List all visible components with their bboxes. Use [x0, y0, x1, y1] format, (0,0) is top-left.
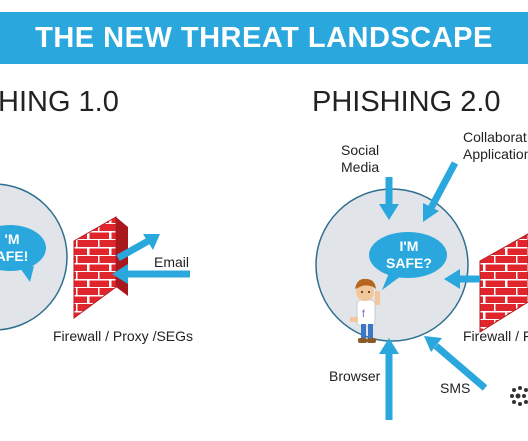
left-bubble-line1: 'M	[4, 231, 20, 247]
logo-mark-icon	[510, 386, 528, 406]
email-label: Email	[154, 254, 190, 270]
right-wall-arrow	[444, 269, 480, 289]
collaboration-arrow	[423, 161, 459, 222]
sms-arrow	[424, 336, 488, 391]
phishing-2-heading: PHISHING 2.0	[312, 86, 501, 118]
left-bubble-text: 'M AFE!	[0, 231, 30, 265]
left-speech-bubble	[0, 225, 46, 282]
collaboration-line2: Application	[463, 146, 528, 162]
social-media-label: Social Media	[341, 142, 379, 176]
right-firewall-icon	[479, 233, 528, 333]
right-bubble-line2: SAFE?	[386, 255, 432, 271]
right-panel: f	[315, 161, 528, 420]
banner-title: THE NEW THREAT LANDSCAPE	[35, 21, 493, 54]
right-speech-bubble	[369, 232, 447, 290]
social-media-line2: Media	[341, 159, 380, 175]
browser-label: Browser	[329, 368, 381, 384]
left-firewall-label: Firewall / Proxy /SEGs	[53, 328, 194, 344]
left-email-arrow	[112, 264, 190, 284]
svg-text:f: f	[362, 309, 365, 320]
right-bubble-text: I'M SAFE?	[382, 238, 436, 272]
social-media-line1: Social	[341, 142, 380, 158]
person-icon: f	[350, 278, 380, 343]
sms-label: SMS	[440, 380, 471, 396]
collaboration-label: Collaborat Application	[463, 129, 528, 163]
right-firewall-label: Firewall / F	[463, 328, 528, 344]
browser-arrow	[379, 338, 399, 420]
left-deflect-arrow	[116, 234, 160, 262]
left-panel	[0, 183, 190, 331]
title-banner: THE NEW THREAT LANDSCAPE	[0, 12, 528, 64]
left-firewall-icon	[73, 216, 128, 319]
left-bubble-line2: AFE!	[0, 248, 29, 264]
social-media-arrow	[379, 177, 399, 220]
right-bubble-line1: I'M	[399, 238, 419, 254]
collaboration-line1: Collaborat	[463, 129, 527, 145]
phishing-1-heading: HING 1.0	[0, 86, 119, 118]
